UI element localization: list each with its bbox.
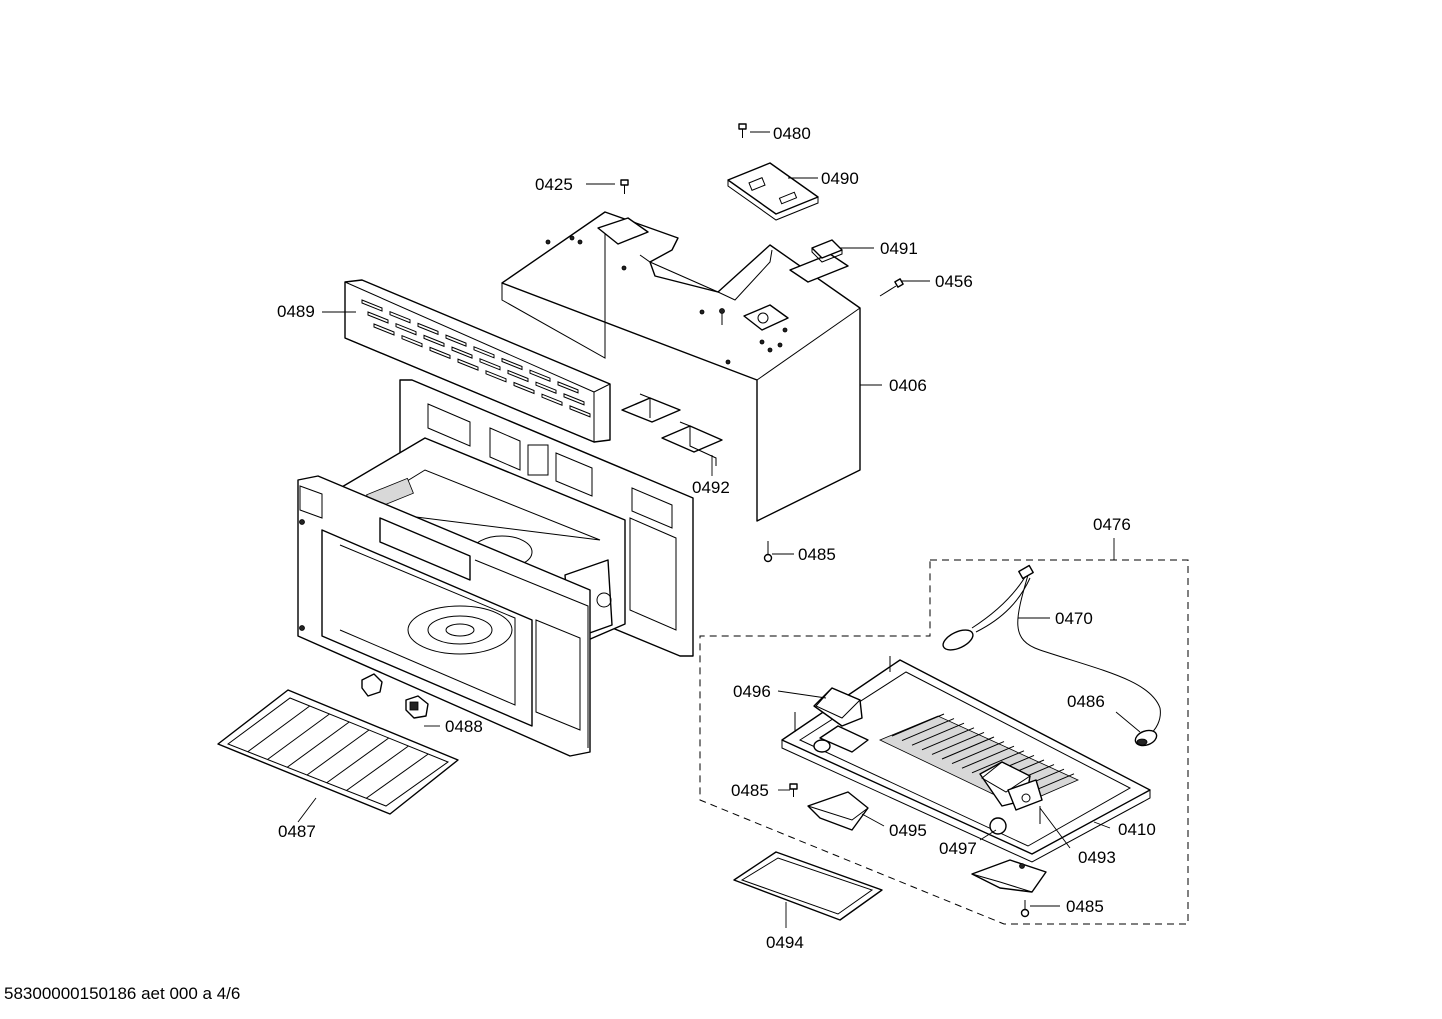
- grille-slot: [563, 393, 585, 406]
- outer-cabinet-0406: [501, 211, 861, 522]
- rack-bar: [346, 745, 409, 791]
- part-label-0485-mid: 0485: [731, 781, 769, 800]
- grille-slot: [485, 370, 507, 383]
- grille-slot: [507, 369, 529, 383]
- grille-slot: [501, 357, 523, 371]
- knob-0497: [989, 817, 1007, 835]
- assembly-boundary-0476: [699, 559, 1189, 925]
- screw-0456: [879, 278, 904, 297]
- part-label-0486: 0486: [1067, 692, 1105, 711]
- vent-grille-0489: [344, 279, 611, 443]
- grille-slot: [445, 334, 467, 347]
- cover-0495: [807, 791, 869, 831]
- heat-sink-fin: [901, 718, 955, 742]
- grille-slot: [557, 381, 579, 394]
- part-label-0489: 0489: [277, 302, 315, 321]
- part-label-0410: 0410: [1118, 820, 1156, 839]
- heat-sink-fin: [971, 750, 1025, 774]
- part-label-0496: 0496: [733, 682, 771, 701]
- grille-slot: [541, 393, 563, 406]
- part-label-0425: 0425: [535, 175, 573, 194]
- heat-sink-fin: [951, 741, 1005, 765]
- grille-slot: [417, 322, 439, 336]
- rack-bar: [247, 705, 311, 753]
- coupler-0488b: [405, 695, 429, 719]
- rack-0487: [217, 689, 459, 815]
- part-label-0485-top: 0485: [798, 545, 836, 564]
- heat-sink-fin: [961, 745, 1015, 769]
- part-label-0490: 0490: [821, 169, 859, 188]
- bracket-0493: [979, 761, 1043, 811]
- part-label-0406: 0406: [889, 376, 927, 395]
- part-label-0497: 0497: [939, 839, 977, 858]
- grille-slot: [389, 310, 411, 324]
- grille-slot: [535, 381, 557, 394]
- rack-bar: [326, 737, 390, 784]
- heat-sink-fin: [931, 731, 985, 755]
- heat-sink-fin: [921, 727, 975, 751]
- screw-0480: [738, 123, 747, 138]
- grille-slot: [479, 358, 501, 371]
- rack-bar: [306, 729, 370, 776]
- front-frame: [297, 475, 591, 757]
- filter-0494: [733, 851, 883, 921]
- grille-slot: [451, 346, 473, 359]
- screw-0485c: [1020, 900, 1030, 918]
- part-label-0480: 0480: [773, 124, 811, 143]
- heat-sink-fin: [891, 713, 945, 737]
- screw-0485b: [789, 783, 798, 797]
- bracket-0496: [813, 687, 869, 753]
- grille-slot: [395, 322, 417, 336]
- coupler-0488a: [361, 673, 383, 697]
- lamp-0486: [1134, 729, 1158, 747]
- grille-slot: [569, 405, 591, 418]
- grille-slot: [513, 381, 535, 395]
- part-label-0492: 0492: [692, 478, 730, 497]
- document-code: 58300000150186 aet 000 a 4/6: [4, 984, 241, 1003]
- part-label-0494: 0494: [766, 933, 804, 952]
- part-label-0488: 0488: [445, 717, 483, 736]
- grille-slot: [457, 358, 479, 371]
- leader-lines: [297, 131, 1141, 928]
- part-label-0491: 0491: [880, 239, 918, 258]
- part-label-0493: 0493: [1078, 848, 1116, 867]
- grille-slot: [423, 334, 445, 348]
- base-plate-0410: [781, 656, 1151, 863]
- part-label-0456: 0456: [935, 272, 973, 291]
- cover-lower-right: [971, 859, 1047, 893]
- small-bracket-0491: [811, 239, 843, 263]
- heat-sink-fin: [911, 722, 965, 746]
- part-label-0476: 0476: [1093, 515, 1131, 534]
- part-label-0470: 0470: [1055, 609, 1093, 628]
- screw-0485a: [763, 541, 773, 563]
- part-label-0487: 0487: [278, 822, 316, 841]
- heat-sink-fin: [941, 736, 995, 760]
- support-bracket-0492a: [621, 393, 681, 423]
- grille-slot: [401, 334, 423, 348]
- wire-harness-0470: [942, 564, 1161, 737]
- grille-slot: [473, 346, 495, 359]
- support-bracket-0492b: [661, 421, 723, 466]
- grille-slot: [429, 346, 451, 360]
- grille-slot: [367, 311, 389, 324]
- part-label-0495: 0495: [889, 821, 927, 840]
- rack-bar: [267, 713, 330, 760]
- grille-slot: [373, 323, 395, 336]
- rack-bar: [286, 721, 350, 768]
- top-bracket-0490: [727, 162, 819, 221]
- grille-slot: [361, 299, 383, 312]
- part-label-0485-bottom: 0485: [1066, 897, 1104, 916]
- grille-slot: [529, 369, 551, 382]
- rack-bar: [365, 753, 429, 799]
- screw-0425: [620, 179, 629, 194]
